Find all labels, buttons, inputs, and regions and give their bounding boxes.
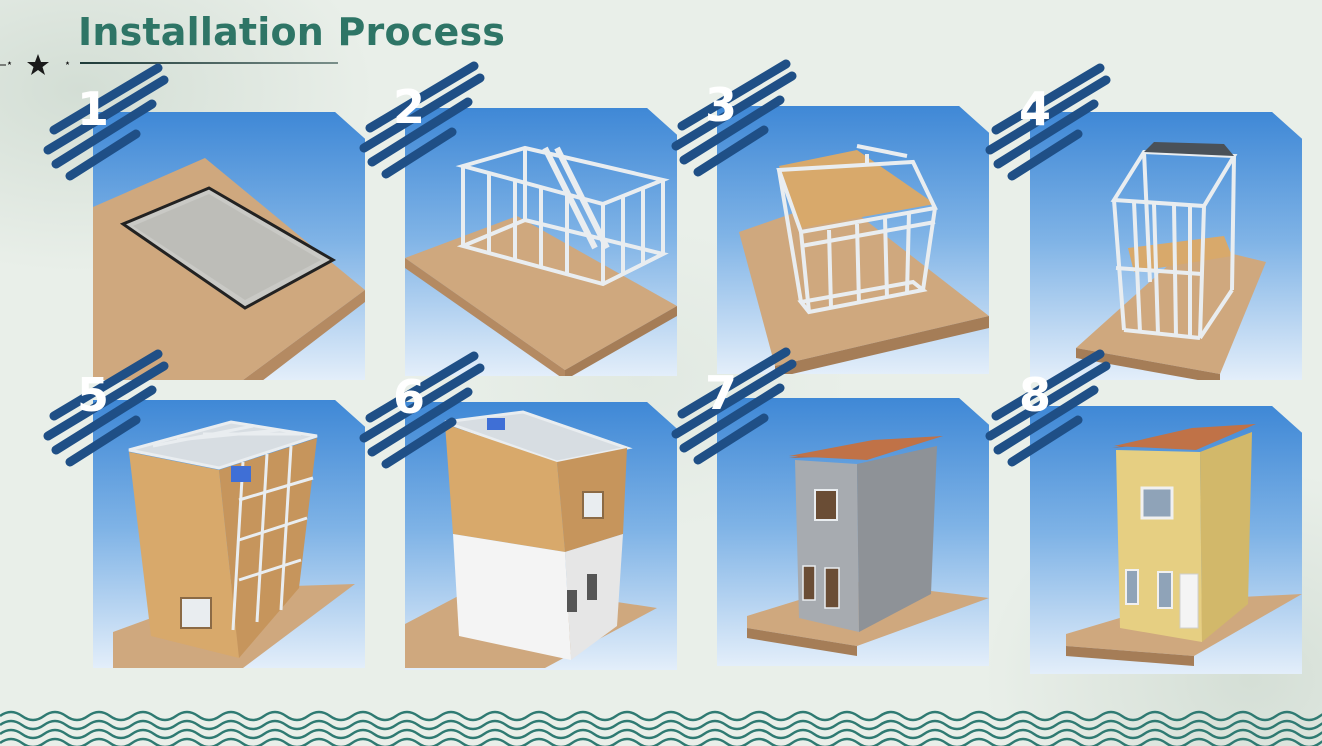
step-8-number: 8 (1018, 368, 1051, 422)
step-7-card (717, 398, 989, 666)
step-5-number: 5 (76, 368, 109, 422)
brush-stroke-icon (671, 347, 797, 465)
step-1-card (93, 112, 365, 380)
wave-border-icon (0, 710, 1322, 746)
step-1-number: 1 (76, 82, 109, 136)
stars-icon (0, 54, 70, 75)
brush-stroke-icon (359, 61, 485, 179)
step-4-card (1030, 112, 1302, 380)
step-6-card (405, 402, 677, 670)
step-7-number: 7 (704, 366, 737, 420)
step-3-card (717, 106, 989, 374)
step-8-card (1030, 406, 1302, 674)
roof-tiles-plaster-icon (747, 436, 989, 656)
second-floor-frame-icon (1076, 142, 1266, 380)
page-title: Installation Process (78, 10, 506, 54)
brush-stroke-icon (43, 63, 169, 181)
roof-truss-sheathing-icon (113, 420, 355, 668)
step-1-badge: 1 (40, 60, 170, 190)
step-8-badge: 8 (982, 346, 1112, 476)
step-3-badge: 3 (668, 56, 798, 186)
step-5-card (93, 400, 365, 668)
step-3-number: 3 (704, 78, 737, 132)
brush-stroke-icon (985, 349, 1111, 467)
step-6-badge: 6 (356, 348, 486, 478)
ground-floor-frame-icon (405, 145, 677, 376)
brush-stroke-icon (671, 59, 797, 177)
finished-house-icon (1066, 424, 1302, 666)
floor-deck-icon (739, 144, 989, 374)
step-4-badge: 4 (982, 60, 1112, 190)
wrapped-sheathing-icon (405, 410, 657, 668)
brush-stroke-icon (985, 63, 1111, 181)
step-2-number: 2 (392, 80, 425, 134)
step-4-number: 4 (1018, 82, 1051, 136)
brush-stroke-icon (43, 349, 169, 467)
step-7-badge: 7 (668, 344, 798, 474)
step-5-badge: 5 (40, 346, 170, 476)
step-6-number: 6 (392, 370, 425, 424)
step-2-card (405, 108, 677, 376)
brush-stroke-icon (359, 351, 485, 469)
foundation-slab-icon (93, 158, 365, 380)
step-2-badge: 2 (356, 58, 486, 188)
title-underline (80, 62, 338, 64)
